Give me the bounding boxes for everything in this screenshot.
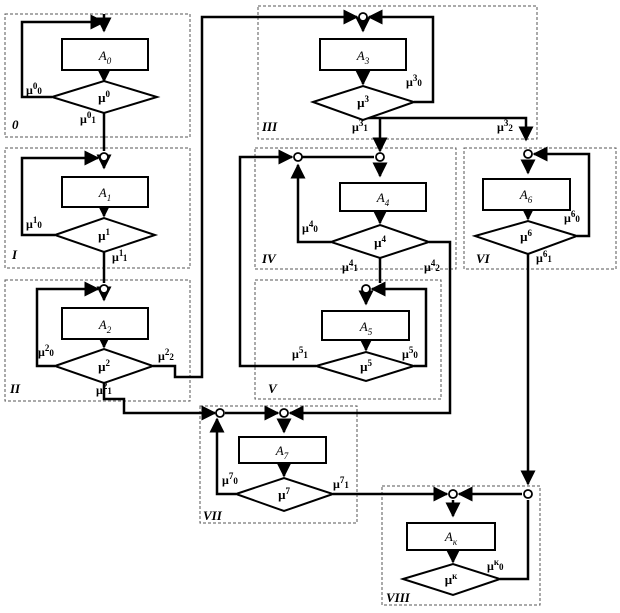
junctions <box>99 12 533 499</box>
svg-text:μ6: μ6 <box>520 228 532 244</box>
junction-node <box>99 284 109 294</box>
decision-muk: μк <box>399 562 504 597</box>
output-label-mu3-1: μ31 <box>352 118 368 134</box>
junction-node <box>293 152 303 162</box>
output-label-mu2-0: μ20 <box>38 343 54 359</box>
junction-node <box>361 284 371 294</box>
region-0-frame <box>4 13 191 138</box>
junction-node <box>523 489 533 499</box>
region-numerals: 0 I II III IV V VI VII VIII <box>9 117 491 605</box>
svg-text:Aк: Aк <box>444 529 458 547</box>
svg-text:A4: A4 <box>376 190 390 208</box>
decisions: μ0 μ1 μ2 μ3 μ4 μ5 μ6 μ7 <box>48 79 581 597</box>
junction-node <box>99 152 109 162</box>
block-a4: A4 <box>339 182 427 212</box>
svg-text:μк: μк <box>445 571 458 587</box>
decision-mu6: μ6 <box>471 219 581 256</box>
junction-node <box>215 408 225 418</box>
region-VII-frame <box>199 405 358 524</box>
svg-text:A6: A6 <box>519 187 533 205</box>
svg-text:A5: A5 <box>359 319 373 337</box>
output-label-mu1-0: μ10 <box>26 215 42 231</box>
region-I-frame <box>4 147 191 269</box>
junction-node <box>279 408 289 418</box>
block-a2: A2 <box>61 307 149 340</box>
svg-text:μ7: μ7 <box>278 486 290 502</box>
region-label-III: III <box>261 119 278 134</box>
output-label-mu1-1: μ11 <box>112 248 128 264</box>
svg-text:A1: A1 <box>98 185 111 203</box>
region-label-0: 0 <box>12 117 19 132</box>
junction-node <box>448 489 458 499</box>
blocks: A0 A1 A2 A3 A4 A5 A6 A7 <box>61 38 571 551</box>
output-label-mu4-1: μ41 <box>342 258 358 274</box>
output-label-mu3-2: μ32 <box>497 118 513 134</box>
region-V-frame <box>254 279 442 400</box>
junction-node <box>375 152 385 162</box>
output-label-mu3-0: μ30 <box>406 73 422 89</box>
region-label-IV: IV <box>261 251 277 266</box>
region-VIII-frame <box>381 485 541 606</box>
output-label-mu2-1: μ21 <box>96 381 112 397</box>
svg-text:μ0: μ0 <box>98 89 110 105</box>
region-label-VIII: VIII <box>386 590 411 605</box>
output-label-mu2-2: μ22 <box>158 347 174 363</box>
decision-mu0: μ0 <box>48 79 161 115</box>
block-a1: A1 <box>61 176 149 208</box>
output-label-mu5-0: μ50 <box>402 345 418 361</box>
output-label-muk-0: μк0 <box>487 557 504 573</box>
junction-node <box>523 149 533 159</box>
block-a5: A5 <box>321 310 410 341</box>
svg-text:A2: A2 <box>98 317 112 335</box>
region-II-frame <box>4 279 191 402</box>
block-a3: A3 <box>319 38 407 71</box>
svg-text:A0: A0 <box>98 48 112 66</box>
output-label-mu0-0: μ00 <box>26 81 42 97</box>
svg-text:μ4: μ4 <box>374 234 386 250</box>
svg-text:A3: A3 <box>356 48 370 66</box>
svg-text:μ2: μ2 <box>98 358 110 374</box>
region-label-I: I <box>11 247 18 262</box>
decision-mu2: μ2 <box>51 347 157 385</box>
block-ak: Aк <box>406 522 496 551</box>
region-label-VI: VI <box>476 251 491 266</box>
decision-mu3: μ3 <box>309 84 418 122</box>
junction-node <box>358 12 368 22</box>
output-label-mu7-1: μ71 <box>333 475 349 491</box>
output-label-mu6-0: μ60 <box>564 209 580 225</box>
svg-text:A7: A7 <box>275 443 289 461</box>
output-label-mu6-1: μ61 <box>536 249 552 265</box>
output-labels: μ00 μ01 μ10 μ11 μ20 μ21 μ22 μ30 μ31 μ32 … <box>26 73 580 573</box>
output-label-mu7-0: μ70 <box>222 471 238 487</box>
decision-mu1: μ1 <box>51 216 159 254</box>
region-label-II: II <box>9 381 21 396</box>
decision-mu7: μ7 <box>232 476 337 513</box>
svg-text:μ3: μ3 <box>357 94 369 110</box>
svg-text:μ1: μ1 <box>98 227 110 243</box>
block-a7: A7 <box>238 436 327 464</box>
svg-text:μ5: μ5 <box>360 358 372 374</box>
output-label-mu4-0: μ40 <box>302 219 318 235</box>
connections <box>20 9 591 581</box>
region-label-VII: VII <box>203 508 223 523</box>
block-a0: A0 <box>61 38 149 71</box>
output-label-mu4-2: μ42 <box>424 258 440 274</box>
decision-mu4: μ4 <box>327 223 433 260</box>
decision-mu5: μ5 <box>312 350 418 383</box>
region-IV-frame <box>254 147 457 270</box>
region-label-V: V <box>268 381 278 396</box>
output-label-mu5-1: μ51 <box>292 345 308 361</box>
block-a6: A6 <box>482 178 571 211</box>
output-label-mu0-1: μ01 <box>80 110 96 126</box>
region-frames <box>4 5 617 606</box>
region-III-frame <box>257 5 538 140</box>
